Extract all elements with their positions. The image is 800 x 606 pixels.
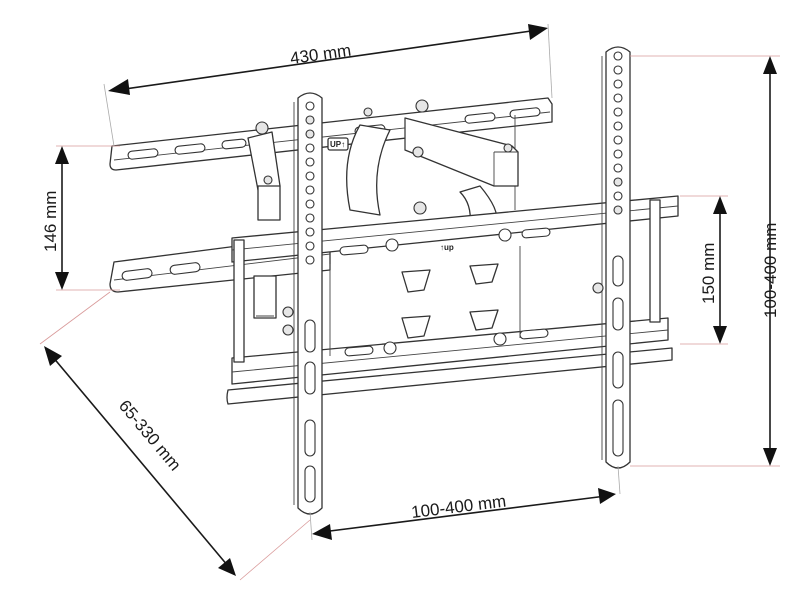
tv-plate: ↑up xyxy=(226,195,679,405)
dimension-label-65-330: 65-330 mm xyxy=(115,396,185,474)
left-vesa-arm: UP↑ xyxy=(282,92,349,515)
dimension-vesa-horizontal: 100-400 mm xyxy=(312,488,616,540)
wall-plate-up-marking: UP↑ xyxy=(330,140,345,149)
articulating-arm xyxy=(346,117,519,225)
dimension-wall-plate-width: 430 mm xyxy=(108,24,548,95)
dimension-tv-plate-height: 150 mm xyxy=(699,196,727,344)
dimension-vesa-vertical: 100-400 mm xyxy=(761,56,780,466)
dimension-label-146: 146 mm xyxy=(41,191,60,252)
dimension-wall-distance: 65-330 mm xyxy=(44,346,236,576)
right-vesa-arm xyxy=(592,46,631,469)
right-arm-holes xyxy=(613,51,623,215)
dimension-wall-plate-height: 146 mm xyxy=(41,146,69,290)
extension-lines xyxy=(39,23,780,581)
dimension-label-150: 150 mm xyxy=(699,243,718,304)
left-hinge xyxy=(247,131,281,319)
dimension-label-430: 430 mm xyxy=(289,41,352,68)
tv-plate-up-marking: ↑up xyxy=(440,243,454,252)
left-arm-holes xyxy=(305,101,315,265)
dimension-label-vesa-vertical: 100-400 mm xyxy=(761,223,780,318)
dimension-label-vesa-horizontal: 100-400 mm xyxy=(410,491,507,521)
